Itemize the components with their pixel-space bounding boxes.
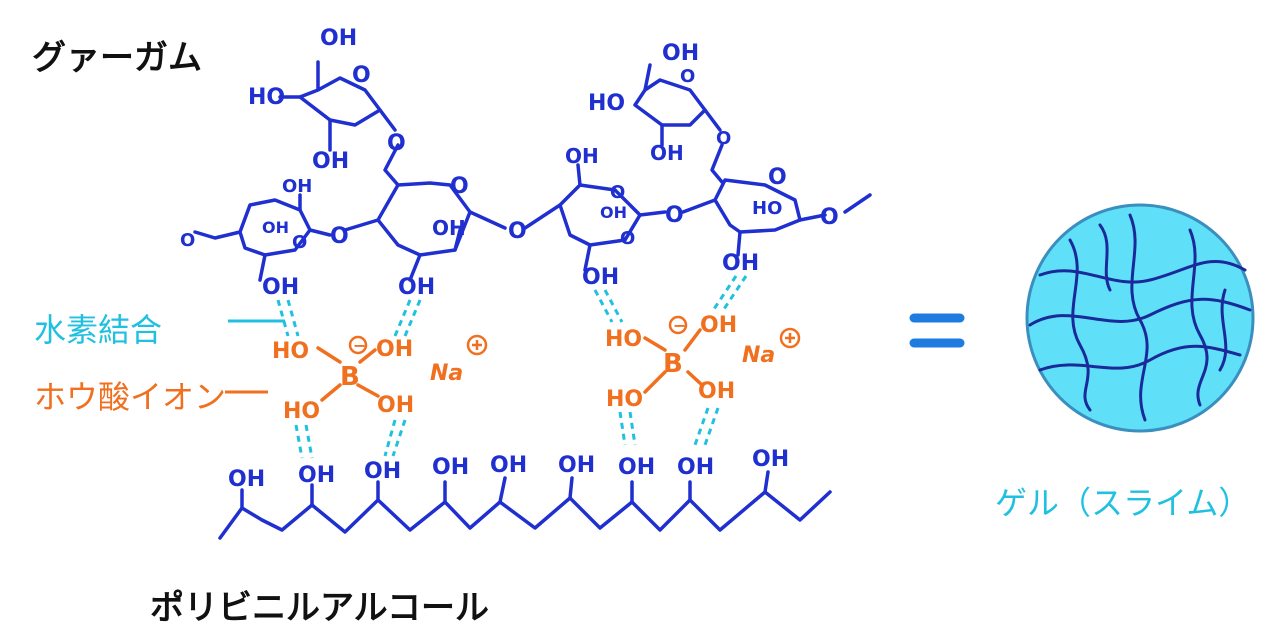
oh-atom: OH xyxy=(558,453,595,478)
oh-atom: OH xyxy=(752,447,789,472)
charge-marks-left xyxy=(348,334,488,356)
o-atom: O xyxy=(352,63,371,88)
ho-atom: HO xyxy=(606,387,643,412)
ho-atom: HO xyxy=(272,339,309,364)
oh-atom: OH xyxy=(650,141,684,165)
oh-atom: OH xyxy=(298,463,335,488)
oh-atom: OH xyxy=(398,275,435,300)
sodium-atom: Na xyxy=(742,343,775,368)
ho-atom: HO xyxy=(588,91,625,116)
o-atom: O xyxy=(716,128,731,149)
borate-ion-label: ホウ酸イオン xyxy=(34,378,227,416)
o-atom: O xyxy=(680,66,695,87)
gel-label: ゲル（スライム） xyxy=(995,484,1251,522)
sodium-atom: Na xyxy=(430,361,463,386)
o-atom: O xyxy=(620,228,635,249)
o-atom: O xyxy=(330,224,349,249)
oh-atom: OH xyxy=(377,393,414,418)
charge-marks-right xyxy=(668,315,801,349)
hydrogen-bond-label: 水素結合 xyxy=(34,311,163,349)
minus-sign: − xyxy=(353,336,366,355)
o-atom: O xyxy=(768,165,787,190)
pva-atoms: OH OH OH OH OH OH OH OH OH xyxy=(228,447,789,492)
ho-atom: HO xyxy=(283,399,320,424)
o-atom: O xyxy=(387,131,406,156)
oh-atom: OH xyxy=(618,455,655,480)
guar-gum-label: グァーガム xyxy=(32,38,202,78)
borate-ion-left-atoms: HO B OH HO OH Na xyxy=(272,337,463,424)
o-atom: O xyxy=(450,174,469,199)
oh-atom: OH xyxy=(320,26,357,51)
oh-atom: OH xyxy=(582,265,619,290)
oh-atom: OH xyxy=(262,218,289,237)
equals-sign xyxy=(909,313,965,348)
pva-chain xyxy=(218,470,832,540)
boron-atom: B xyxy=(663,349,683,379)
oh-atom: OH xyxy=(312,149,349,174)
oh-atom: OH xyxy=(600,203,627,222)
oh-atom: OH xyxy=(282,176,312,197)
borate-ion-right-atoms: HO B OH HO OH Na xyxy=(605,313,775,412)
boron-atom: B xyxy=(340,362,360,392)
oh-atom: OH xyxy=(565,144,599,168)
o-atom: O xyxy=(820,205,839,230)
o-atom: O xyxy=(665,203,684,228)
pva-label: ポリビニルアルコール xyxy=(150,588,489,628)
oh-atom: OH xyxy=(364,459,401,484)
o-atom: O xyxy=(292,232,307,253)
oh-atom: OH xyxy=(432,216,466,240)
oh-atom: OH xyxy=(228,467,265,492)
oh-atom: OH xyxy=(722,251,759,276)
o-atom: O xyxy=(508,219,527,244)
oh-atom: OH xyxy=(376,337,413,362)
borate-ion-right xyxy=(643,328,704,394)
hydrogen-bonds xyxy=(276,275,748,459)
guar-gum-molecule xyxy=(193,60,872,282)
oh-atom: OH xyxy=(677,455,714,480)
minus-sign: − xyxy=(673,316,686,335)
oh-atom: OH xyxy=(700,313,737,338)
oh-atom: OH xyxy=(698,379,735,404)
ho-atom: HO xyxy=(248,85,285,110)
oh-atom: OH xyxy=(432,455,469,480)
oh-atom: OH xyxy=(490,453,527,478)
borate-ion-left xyxy=(316,346,380,402)
ho-atom: HO xyxy=(605,327,642,352)
o-atom: O xyxy=(180,230,195,251)
minus-signs: − − xyxy=(353,316,686,355)
gel-network xyxy=(1028,213,1252,422)
oh-atom: OH xyxy=(662,41,699,66)
gel-illustration xyxy=(1025,203,1255,433)
o-atom: O xyxy=(610,182,625,203)
guar-gum-atoms: OH O HO OH O OH OH O O O O OH O OH O OH … xyxy=(180,26,839,300)
ho-atom: HO xyxy=(752,198,782,219)
oh-atom: OH xyxy=(262,275,299,300)
